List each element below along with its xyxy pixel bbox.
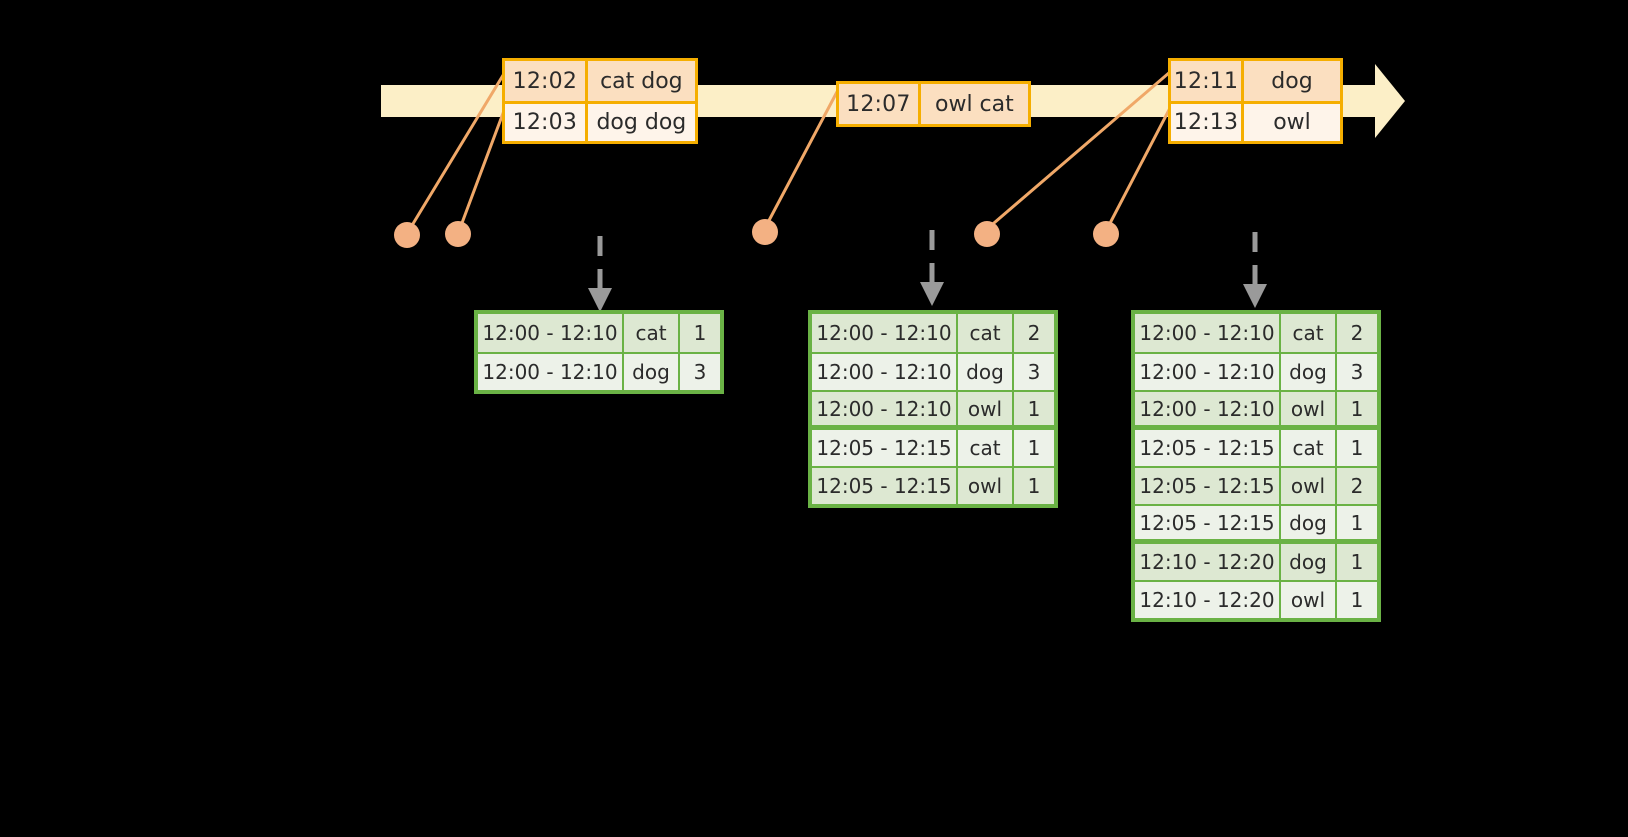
table-row[interactable]: 12:00 - 12:10 dog 3 [478,352,720,390]
connector-line-3 [763,88,840,230]
message-time: 12:07 [839,84,921,124]
table-row[interactable]: 12:05 - 12:15 cat 1 [812,428,1054,466]
cell-count: 1 [1350,436,1364,460]
table-row[interactable]: 12:00 - 12:10 cat 2 [1135,314,1377,352]
cell-window: 12:00 - 12:10 [812,392,958,425]
message-row[interactable]: 12:11 dog [1171,61,1340,101]
message-group-2[interactable]: 12:07 owl cat [836,81,1031,127]
cell-window: 12:10 - 12:20 [1135,582,1281,618]
message-time: 12:11 [1171,61,1244,101]
table-row[interactable]: 12:10 - 12:20 dog 1 [1135,542,1377,580]
message-row[interactable]: 12:03 dog dog [505,101,695,141]
connector-lines [406,70,1172,234]
table-row[interactable]: 12:10 - 12:20 owl 1 [1135,580,1377,618]
message-time: 12:02 [505,61,588,101]
cell-window: 12:05 - 12:15 [1135,468,1281,504]
cell-count: 1 [693,321,707,345]
message-time: 12:13 [1171,104,1244,141]
cell-count: 1 [1350,550,1364,574]
message-row[interactable]: 12:13 owl [1171,101,1340,141]
cell-key: cat [624,314,680,352]
cell-window: 12:05 - 12:15 [1135,506,1281,539]
message-text: cat dog [600,68,683,94]
event-dots [394,219,1119,248]
cell-key: dog [1281,544,1337,580]
cell-key: dog [1281,506,1337,539]
cell-key: owl [958,392,1014,425]
cell-window: 12:00 - 12:10 [478,314,624,352]
cell-key: dog [624,354,680,390]
table-row[interactable]: 12:00 - 12:10 owl 1 [812,390,1054,428]
cell-count: 1 [1027,436,1041,460]
table-row[interactable]: 12:00 - 12:10 cat 2 [812,314,1054,352]
event-dot-5 [1093,221,1119,247]
result-table-1[interactable]: 12:00 - 12:10 cat 1 12:00 - 12:10 dog 3 [474,310,724,394]
cell-key: cat [1281,430,1337,466]
message-text: dog dog [596,110,687,135]
event-dot-1 [394,222,420,248]
message-text: owl cat [934,91,1014,117]
cell-count: 1 [1350,396,1364,421]
cell-count: 1 [1027,396,1041,421]
cell-window: 12:00 - 12:10 [1135,392,1281,425]
result-table-2[interactable]: 12:00 - 12:10 cat 2 12:00 - 12:10 dog 3 … [808,310,1058,508]
message-group-3[interactable]: 12:11 dog 12:13 owl [1168,58,1343,144]
dashed-arrow-3 [1243,232,1267,308]
cell-count: 2 [1350,321,1364,345]
event-dot-4 [974,221,1000,247]
cell-key: owl [958,468,1014,504]
table-row[interactable]: 12:00 - 12:10 dog 3 [1135,352,1377,390]
cell-count: 3 [1027,360,1041,384]
cell-window: 12:00 - 12:10 [812,314,958,352]
connector-line-2 [457,106,507,233]
connector-line-1 [406,70,507,234]
cell-window: 12:05 - 12:15 [1135,430,1281,466]
table-row[interactable]: 12:00 - 12:10 owl 1 [1135,390,1377,428]
cell-key: cat [958,430,1014,466]
connector-line-4 [985,70,1172,231]
cell-count: 2 [1350,474,1364,498]
message-row[interactable]: 12:07 owl cat [839,84,1028,124]
table-row[interactable]: 12:00 - 12:10 cat 1 [478,314,720,352]
cell-key: cat [1281,314,1337,352]
cell-window: 12:10 - 12:20 [1135,544,1281,580]
table-row[interactable]: 12:05 - 12:15 owl 2 [1135,466,1377,504]
message-time: 12:03 [505,104,588,141]
table-row[interactable]: 12:05 - 12:15 owl 1 [812,466,1054,504]
message-text: owl [1273,110,1311,135]
cell-key: owl [1281,468,1337,504]
dashed-arrow-1 [588,236,612,312]
cell-window: 12:00 - 12:10 [1135,314,1281,352]
cell-count: 1 [1027,474,1041,498]
result-table-3[interactable]: 12:00 - 12:10 cat 2 12:00 - 12:10 dog 3 … [1131,310,1381,622]
cell-count: 1 [1350,588,1364,612]
cell-key: owl [1281,582,1337,618]
cell-window: 12:00 - 12:10 [812,354,958,390]
connector-line-5 [1105,106,1172,231]
cell-key: cat [958,314,1014,352]
message-row[interactable]: 12:02 cat dog [505,61,695,101]
cell-window: 12:00 - 12:10 [1135,354,1281,390]
cell-window: 12:05 - 12:15 [812,468,958,504]
table-row[interactable]: 12:05 - 12:15 dog 1 [1135,504,1377,542]
cell-window: 12:00 - 12:10 [478,354,624,390]
cell-count: 1 [1350,510,1364,535]
cell-key: dog [1281,354,1337,390]
cell-count: 2 [1027,321,1041,345]
dashed-arrow-2 [920,230,944,306]
table-row[interactable]: 12:00 - 12:10 dog 3 [812,352,1054,390]
message-group-1[interactable]: 12:02 cat dog 12:03 dog dog [502,58,698,144]
dashed-arrows [588,230,1267,312]
message-text: dog [1271,68,1313,94]
cell-window: 12:05 - 12:15 [812,430,958,466]
event-dot-2 [445,221,471,247]
cell-count: 3 [693,360,707,384]
cell-key: dog [958,354,1014,390]
table-row[interactable]: 12:05 - 12:15 cat 1 [1135,428,1377,466]
cell-count: 3 [1350,360,1364,384]
event-dot-3 [752,219,778,245]
cell-key: owl [1281,392,1337,425]
